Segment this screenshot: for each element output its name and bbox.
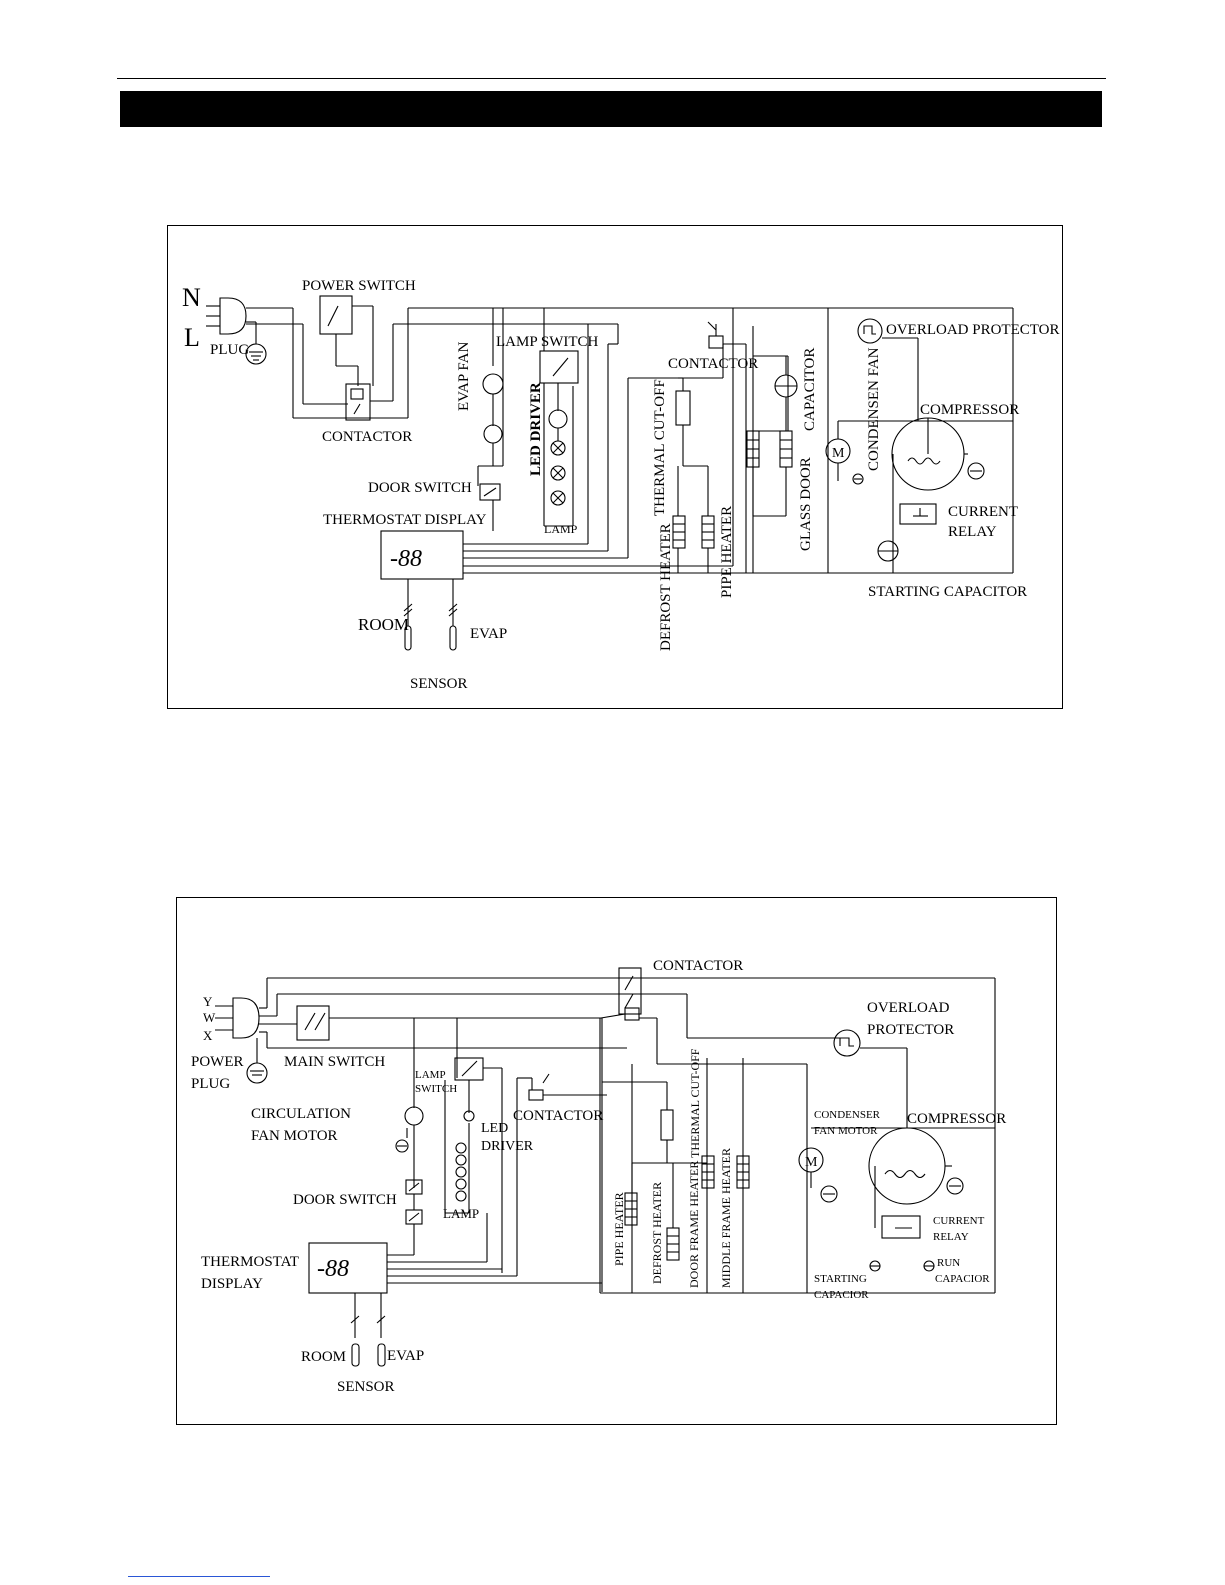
door-switch-label: DOOR SWITCH [368,480,472,496]
contactor-top-label: CONTACTOR [653,958,743,974]
evap-label-2: EVAP [387,1348,424,1364]
relay-label: RELAY [948,524,997,540]
compressor-group-2: M [687,978,996,1293]
run-label: RUN [937,1257,960,1269]
led-driver-label-2: DRIVER [481,1139,534,1154]
compressor-label: COMPRESSOR [920,402,1019,418]
heater-branch [617,321,747,573]
condenser-fan-motor-label: FAN MOTOR [814,1125,878,1137]
evap-fan-branch [477,308,504,501]
sensor-label-2: SENSOR [337,1379,395,1395]
diagram-2-labels: Y W X POWER PLUG MAIN SWITCH LAMP SWITCH… [191,958,1006,1395]
room-label-2: ROOM [301,1349,346,1365]
neutral-label: N [182,283,201,312]
contactor-right-label: CONTACTOR [668,356,758,372]
condenser-label: CONDENSER [814,1109,881,1121]
svg-text:M: M [832,446,845,461]
starting-capacitor-label: STARTING CAPACITOR [868,584,1027,600]
phase-x-label: X [203,1028,213,1043]
main-switch-label: MAIN SWITCH [284,1054,385,1070]
run-capacior-label: CAPACIOR [935,1273,990,1285]
starting-capacior-label: CAPACIOR [814,1289,869,1301]
circulation-fan-motor-label: FAN MOTOR [251,1128,338,1144]
thermostat-display-label: THERMOSTAT DISPLAY [323,512,487,528]
defrost-heater-label-2: DEFROST HEATER [650,1182,664,1284]
thermostat-display-box [380,308,1013,651]
mid-contactor-symbol [528,1073,607,1101]
main-switch-symbol [296,1005,602,1041]
door-switch-label-2: DOOR SWITCH [293,1192,397,1208]
evap-fan-label: EVAP FAN [456,342,472,411]
sensor-label: SENSOR [410,676,468,692]
contactor-left-label: CONTACTOR [322,429,412,445]
thermostat-label: THERMOSTAT [201,1254,299,1270]
middle-frame-heater-label: MIDDLE FRAME HEATER [719,1148,733,1288]
protector-label: PROTECTOR [867,1022,954,1038]
current-label: CURRENT [948,504,1018,520]
relay-label-2: RELAY [933,1231,969,1243]
power-switch-label: POWER SWITCH [302,278,416,294]
room-sensor-label: ROOM [358,615,409,634]
compressor-label-2: COMPRESSOR [907,1111,1006,1127]
phase-w-label: W [203,1010,216,1025]
lamp-switch-label-1: LAMP [415,1069,446,1081]
lamp-branch [539,308,579,527]
heater-group [599,1018,995,1294]
glass-door-label: GLASS DOOR [798,457,814,551]
display-readout-2: -88 [317,1256,349,1282]
overload-label: OVERLOAD [867,1000,950,1016]
lamp-label: LAMP [544,522,578,536]
door-frame-heater-label: DOOR FRAME HEATER [687,1161,701,1288]
evap-sensor-label: EVAP [470,626,507,642]
top-contactor-symbol [600,967,837,1292]
wiring-diagram-1: M N L PLUG POWER SWITCH CONTACTOR EVAP F… [167,225,1063,709]
current-label-2: CURRENT [933,1215,985,1227]
plug-symbol [206,297,293,365]
wiring-diagram-1-svg: M N L PLUG POWER SWITCH CONTACTOR EVAP F… [182,278,1059,692]
display-label: DISPLAY [201,1276,263,1292]
line-label: L [184,323,200,352]
lamp-switch-label-2: SWITCH [415,1083,457,1095]
led-label: LED [481,1121,508,1136]
condensen-fan-label: CONDENSEN FAN [866,347,882,471]
wiring-diagram-2: M Y W X POWER PLUG MAIN SWITCH LAMP SWIT… [176,897,1057,1425]
circulation-label: CIRCULATION [251,1106,351,1122]
wiring-diagram-2-svg: M Y W X POWER PLUG MAIN SWITCH LAMP SWIT… [191,958,1006,1395]
footer-link-underline [128,1576,270,1577]
pipe-heater-label-2: PIPE HEATER [612,1192,626,1266]
section-title-bar [120,91,1102,127]
power-wiring [246,295,1013,421]
led-driver-label: LED DRIVER [528,382,544,476]
plug-label: PLUG [210,342,249,358]
compressor-branch: M [825,308,1014,573]
display-readout: -88 [390,546,422,572]
defrost-heater-label: DEFROST HEATER [658,523,674,651]
contactor-mid-label: CONTACTOR [513,1108,603,1124]
pipe-heater-label: PIPE HEATER [719,506,735,598]
phase-y-label: Y [203,994,213,1009]
lamp-switch-branch [395,1018,503,1273]
thermal-cutoff-label: THERMAL CUT-OFF [652,379,668,516]
thermostat-display-box-2 [308,1077,602,1367]
plug-label-2: PLUG [191,1076,230,1092]
lamp-label-2: LAMP [443,1206,479,1221]
power-label: POWER [191,1054,244,1070]
starting-label: STARTING [814,1273,867,1285]
thermal-cutoff-label-2: THERMAL CUT-OFF [688,1048,702,1158]
capacitor-label: CAPACITOR [802,348,818,431]
overload-protector-label: OVERLOAD PROTECTOR [886,322,1059,338]
header-rule [117,78,1106,79]
diagram-1-labels: N L PLUG POWER SWITCH CONTACTOR EVAP FAN… [182,278,1059,692]
glass-door-branch [746,308,829,573]
svg-text:M: M [805,1155,818,1170]
lamp-switch-label: LAMP SWITCH [496,334,599,350]
